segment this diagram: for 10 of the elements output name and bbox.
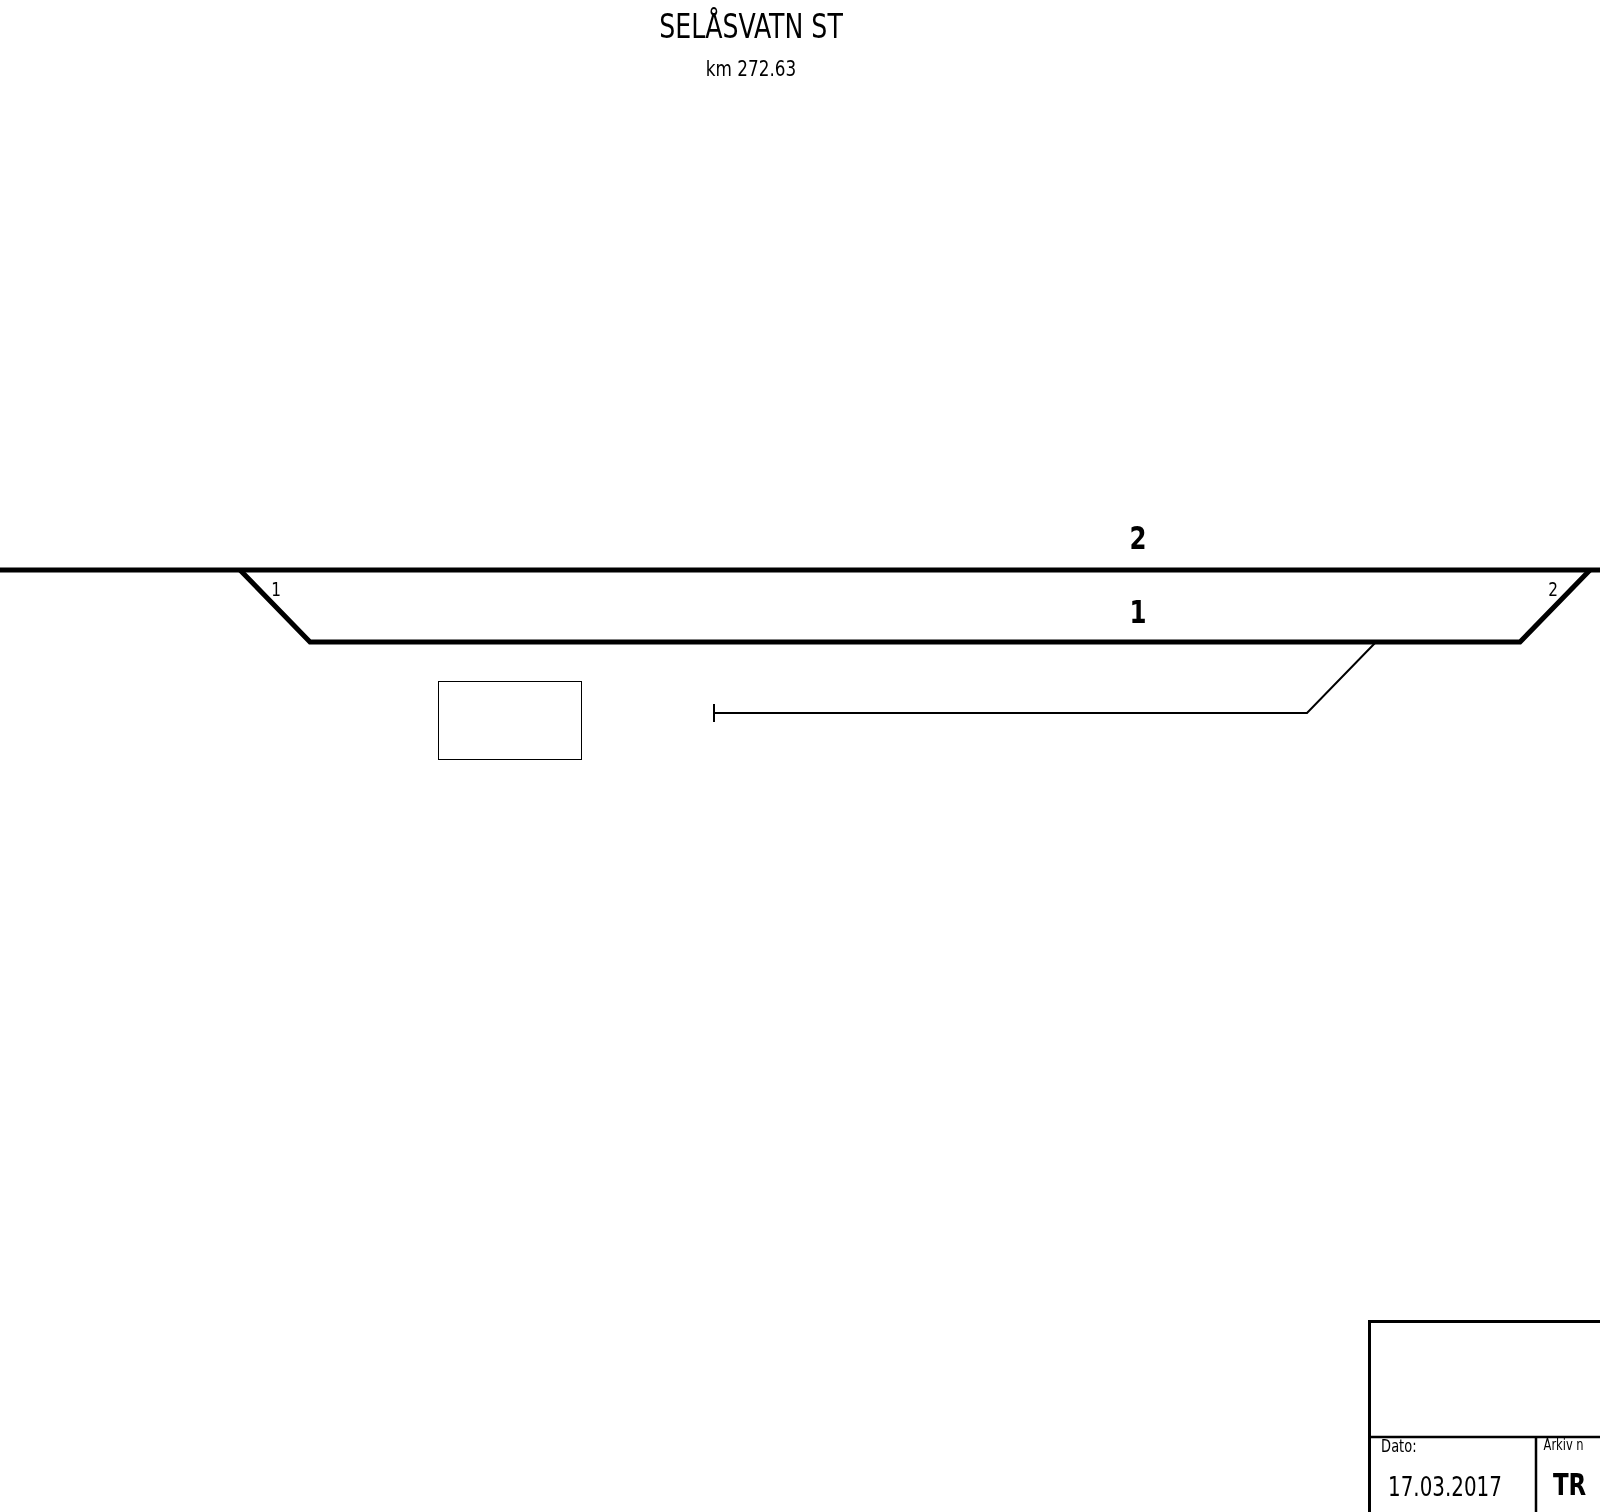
field-caption: Dato: (1381, 1438, 1417, 1455)
date-value: 17.03.2017 (1388, 1474, 1502, 1500)
switch-number: 2 (1547, 579, 1559, 599)
track-number: 1 (1128, 596, 1148, 628)
kilometre-label: km 272.63 (704, 58, 798, 80)
switch-number: 1 (270, 579, 282, 599)
building-box (438, 681, 582, 760)
field-caption: Arkiv n (1543, 1438, 1584, 1453)
track-number: 2 (1128, 522, 1148, 554)
archive-number-value: TR (1552, 1470, 1587, 1500)
